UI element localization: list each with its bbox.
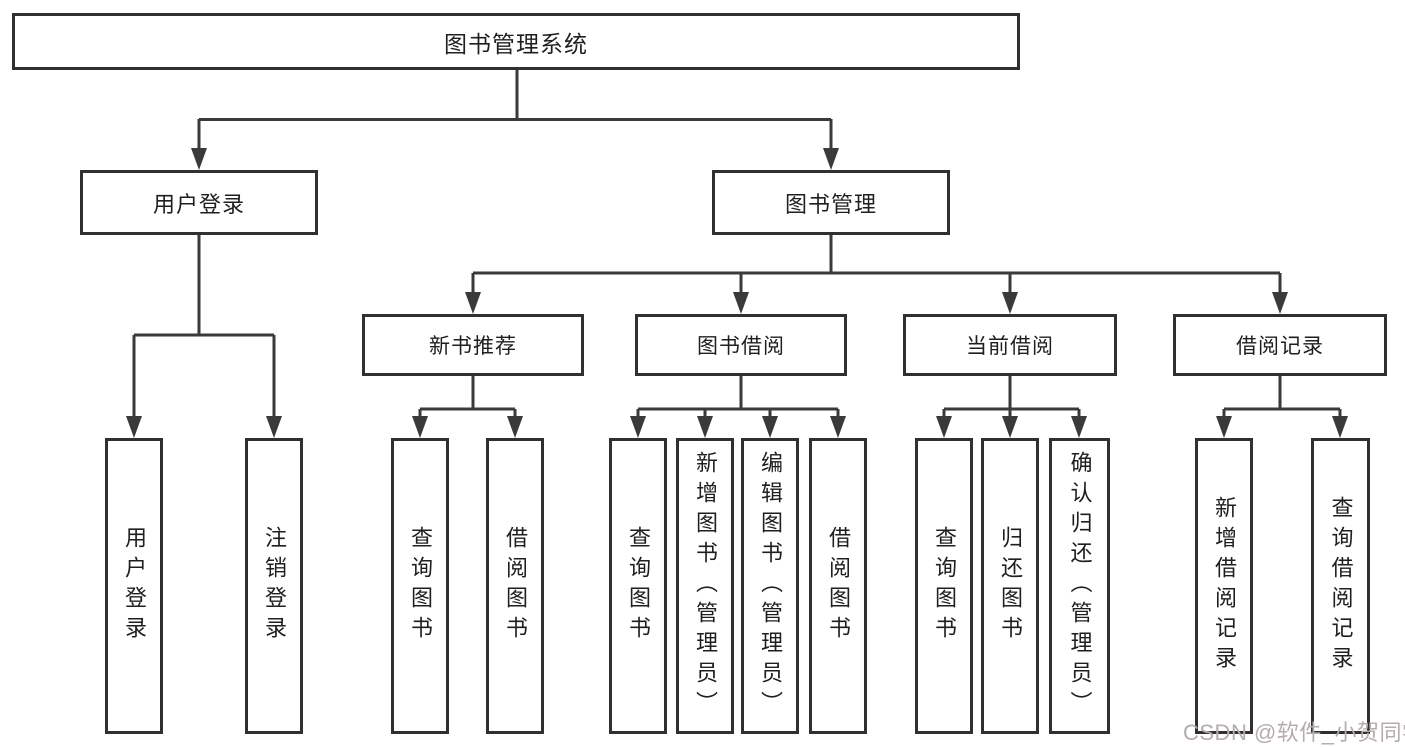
node-borrow-records: 借阅记录 xyxy=(1173,314,1387,376)
arrowhead-down-icon xyxy=(1071,416,1087,438)
leaf-query-books: 查询图书 xyxy=(609,438,667,734)
leaf-label: 查询图书 xyxy=(932,526,957,646)
arrowhead-down-icon xyxy=(1272,292,1288,314)
leaf-borrow-books: 借阅图书 xyxy=(486,438,544,734)
arrowhead-down-icon xyxy=(1332,416,1348,438)
leaf-query-books: 查询图书 xyxy=(391,438,449,734)
arrowhead-down-icon xyxy=(126,416,142,438)
leaf-label: 借阅图书 xyxy=(826,526,851,646)
leaf-label: 确认归还（管理员） xyxy=(1067,451,1093,721)
node-user-login: 用户登录 xyxy=(80,170,318,235)
leaf-label: 编辑图书（管理员） xyxy=(758,451,783,721)
leaf-add-book-admin: 新增图书（管理员） xyxy=(676,438,734,734)
arrowhead-down-icon xyxy=(465,292,481,314)
arrowhead-down-icon xyxy=(762,416,778,438)
arrowhead-down-icon xyxy=(936,416,952,438)
node-book-borrow: 图书借阅 xyxy=(635,314,847,376)
csdn-watermark: CSDN @软件_小贺同学 xyxy=(1183,720,1405,745)
leaf-borrow-books: 借阅图书 xyxy=(809,438,867,734)
arrowhead-down-icon xyxy=(1216,416,1232,438)
arrowhead-down-icon xyxy=(830,416,846,438)
arrowhead-down-icon xyxy=(1002,292,1018,314)
leaf-label: 归还图书 xyxy=(998,526,1023,646)
arrowhead-down-icon xyxy=(412,416,428,438)
arrowhead-down-icon xyxy=(823,148,839,170)
leaf-edit-book-admin: 编辑图书（管理员） xyxy=(741,438,799,734)
leaf-label: 用户登录 xyxy=(122,526,147,646)
arrowhead-down-icon xyxy=(697,416,713,438)
arrowhead-down-icon xyxy=(630,416,646,438)
leaf-label: 查询图书 xyxy=(408,526,433,646)
node-new-book-recommend: 新书推荐 xyxy=(362,314,584,376)
leaf-label: 查询借阅记录 xyxy=(1328,496,1354,676)
leaf-logout-login: 注销登录 xyxy=(245,438,303,734)
arrowhead-down-icon xyxy=(507,416,523,438)
node-current-borrow: 当前借阅 xyxy=(903,314,1117,376)
leaf-query-borrow-record: 查询借阅记录 xyxy=(1311,438,1370,734)
leaf-label: 新增借阅记录 xyxy=(1212,496,1237,676)
leaf-label: 查询图书 xyxy=(626,526,651,646)
leaf-user-login: 用户登录 xyxy=(105,438,163,734)
node-root-system: 图书管理系统 xyxy=(12,13,1020,70)
leaf-query-books: 查询图书 xyxy=(915,438,973,734)
leaf-confirm-return-admin: 确认归还（管理员） xyxy=(1049,438,1110,734)
leaf-label: 新增图书（管理员） xyxy=(693,451,718,721)
leaf-label: 注销登录 xyxy=(262,526,287,646)
leaf-label: 借阅图书 xyxy=(503,526,528,646)
arrowhead-down-icon xyxy=(266,416,282,438)
node-book-management: 图书管理 xyxy=(712,170,950,235)
leaf-add-borrow-record: 新增借阅记录 xyxy=(1195,438,1253,734)
arrowhead-down-icon xyxy=(733,292,749,314)
arrowhead-down-icon xyxy=(191,148,207,170)
arrowhead-down-icon xyxy=(1002,416,1018,438)
leaf-return-book: 归还图书 xyxy=(981,438,1039,734)
